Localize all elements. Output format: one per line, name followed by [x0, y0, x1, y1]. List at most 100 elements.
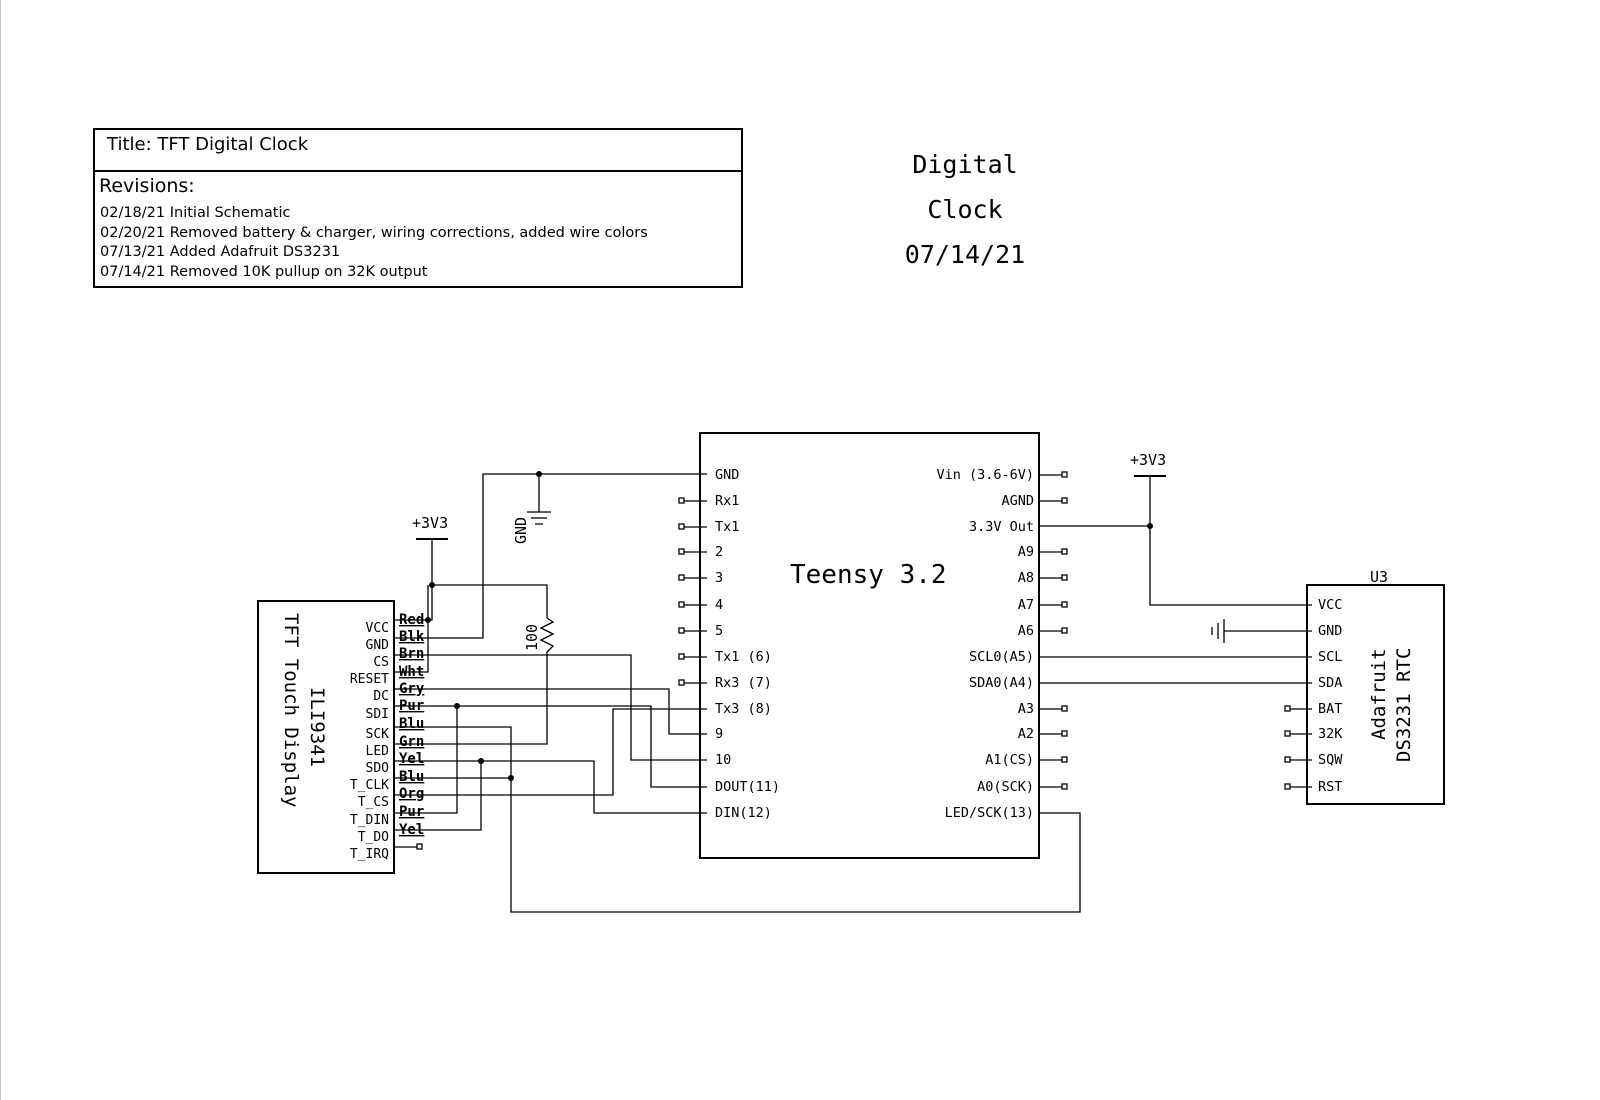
display-pin-label: T_IRQ	[350, 847, 389, 862]
revision-entry: 07/14/21 Removed 10K pullup on 32K outpu…	[100, 263, 428, 280]
teensy-left-pin-labels: GND Rx1 Tx1 2 3 4 5 Tx1 (6) Rx3 (7) Tx3 …	[715, 467, 780, 821]
display-irq-stub	[394, 843, 423, 850]
rtc-body	[1306, 584, 1445, 805]
wire-color-label: Wht	[399, 664, 424, 680]
teensy-pin-label: 5	[715, 623, 723, 639]
teensy-pin-label: Tx3 (8)	[715, 701, 772, 717]
display-pin-label: T_DIN	[350, 813, 389, 828]
teensy-name: Teensy 3.2	[790, 560, 947, 590]
rtc-pin-label: GND	[1318, 623, 1342, 639]
display-pin-label: CS	[373, 655, 389, 670]
display-pin-label: GND	[366, 638, 390, 653]
teensy-pin-label: DOUT(11)	[715, 779, 780, 795]
teensy-pin-label: 10	[715, 752, 731, 768]
teensy-pin-label: Rx3 (7)	[715, 675, 772, 691]
teensy-pin-label: A3	[1018, 701, 1034, 717]
teensy-body	[699, 432, 1040, 859]
display-pin-labels: VCC GND CS RESET DC SDI SCK LED SDO T_CL…	[350, 621, 389, 862]
rtc-pin-label: SQW	[1318, 752, 1343, 768]
ground-symbol-rtc	[1211, 619, 1225, 643]
revision-entry: 07/13/21 Added Adafruit DS3231	[100, 244, 341, 260]
rtc-pin-label: SCL	[1318, 649, 1342, 665]
teensy-pin-label: 9	[715, 726, 723, 742]
wire-color-label: Pur	[399, 698, 424, 714]
display-pin-label: T_DO	[358, 830, 389, 845]
rtc-name-line1: Adafruit	[1368, 648, 1390, 740]
teensy-pin-label: A7	[1018, 597, 1034, 613]
ground-symbol-teensy	[527, 511, 551, 525]
teensy-pin-label: 3	[715, 570, 723, 586]
ground-label: GND	[512, 517, 530, 544]
teensy-pin-label: A2	[1018, 726, 1034, 742]
teensy-pin-label: AGND	[1001, 493, 1034, 509]
rtc-stubs	[1284, 705, 1312, 790]
teensy-pin-label: 3.3V Out	[969, 519, 1034, 535]
revisions-heading: Revisions:	[99, 175, 195, 197]
wire-color-label: Blu	[399, 769, 424, 785]
display-pin-label: DC	[373, 689, 389, 704]
teensy-pin-label: SCL0(A5)	[969, 649, 1034, 665]
power-label-rtc: +3V3	[1130, 451, 1166, 469]
wire-color-label: Yel	[399, 822, 424, 838]
wire-color-labels: Red Blk Brn Wht Gry Pur Blu Grn Yel Blu …	[399, 612, 425, 838]
sheet-heading: Digital Clock 07/14/21	[870, 142, 1060, 277]
teensy-left-stubs	[678, 497, 707, 686]
display-name-line1: ILI9341	[306, 687, 328, 767]
display-pin-label: VCC	[366, 621, 389, 636]
teensy-pin-label: Rx1	[715, 493, 739, 509]
rtc-name-line2: DS3231 RTC	[1393, 648, 1415, 762]
teensy-pin-label: DIN(12)	[715, 805, 772, 821]
rtc-pin-label: RST	[1318, 779, 1342, 795]
sheet-name: Digital Clock	[912, 150, 1018, 224]
schematic-title: Title: TFT Digital Clock	[107, 134, 309, 155]
junctions	[425, 471, 1153, 781]
teensy-pin-label: A0(SCK)	[977, 779, 1034, 795]
teensy-pin-label: A1(CS)	[985, 752, 1034, 768]
title-block: Title: TFT Digital Clock Revisions: 02/1…	[93, 128, 743, 288]
teensy-pin-label: 4	[715, 597, 723, 613]
display-pin-label: SCK	[366, 727, 390, 742]
teensy-pin-label: Vin (3.6-6V)	[936, 467, 1034, 483]
teensy-right-stubs	[1039, 471, 1068, 790]
display-pin-label: SDI	[366, 707, 389, 722]
revision-entry: 02/18/21 Initial Schematic	[100, 205, 291, 221]
rtc-pin-label: VCC	[1318, 597, 1342, 613]
teensy-pin-label: Tx1 (6)	[715, 649, 772, 665]
display-pin-label: SDO	[366, 761, 390, 776]
resistor-symbol	[539, 617, 555, 653]
teensy-pin-label: GND	[715, 467, 739, 483]
revision-entry: 02/20/21 Removed battery & charger, wiri…	[100, 224, 648, 241]
wire-color-label: Blu	[399, 716, 424, 732]
wire-color-label: Brn	[399, 646, 424, 662]
display-pin-label: T_CLK	[350, 778, 389, 793]
rtc-pin-label: BAT	[1318, 701, 1342, 717]
teensy-pin-label: LED/SCK(13)	[945, 805, 1034, 821]
rtc-ref: U3	[1370, 568, 1388, 586]
wire-color-label: Pur	[399, 804, 424, 820]
teensy-right-pin-labels: Vin (3.6-6V) AGND 3.3V Out A9 A8 A7 A6 S…	[936, 467, 1034, 821]
rtc-pin-label: 32K	[1318, 726, 1343, 742]
wire-color-label: Yel	[399, 751, 424, 767]
display-name-line2: TFT Touch Display	[280, 613, 302, 807]
wire-color-label: Gry	[399, 681, 425, 697]
wire-color-label: Org	[399, 786, 424, 802]
resistor-value: 100	[523, 624, 541, 651]
teensy-pin-label: A6	[1018, 623, 1034, 639]
sheet-date: 07/14/21	[904, 240, 1026, 269]
teensy-pin-label: Tx1	[715, 519, 739, 535]
wires	[394, 473, 1312, 913]
revisions-list: 02/18/21 Initial Schematic 02/20/21 Remo…	[100, 204, 648, 282]
title-row: Title: TFT Digital Clock	[95, 130, 741, 172]
teensy-pin-label: A8	[1018, 570, 1034, 586]
power-label-display: +3V3	[412, 514, 448, 532]
wire-color-label: Red	[399, 612, 424, 628]
display-pin-label: RESET	[350, 672, 389, 687]
display-pin-label: T_CS	[358, 795, 389, 810]
display-body	[257, 600, 395, 874]
teensy-pin-label: A9	[1018, 544, 1034, 560]
page-border-left	[0, 0, 1, 1100]
rtc-pin-label: SDA	[1318, 675, 1342, 691]
wire-color-label: Grn	[399, 734, 424, 750]
teensy-pin-label: 2	[715, 544, 723, 560]
